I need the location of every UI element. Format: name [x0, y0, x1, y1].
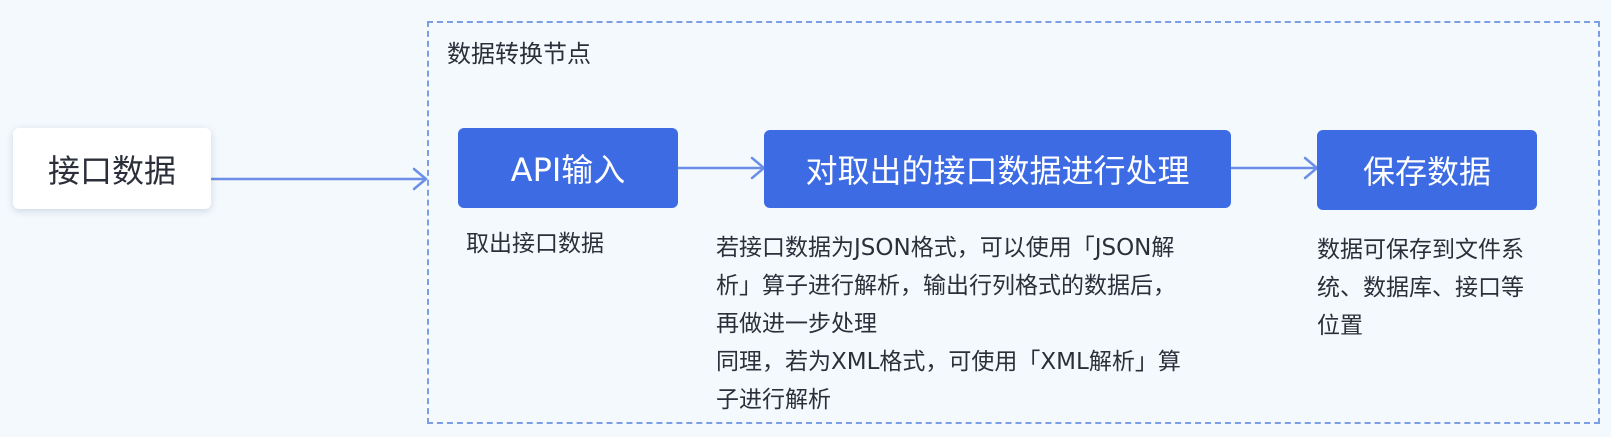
note-line: 取出接口数据 — [466, 231, 604, 257]
note-line: 同理，若为XML格式，可使用「XML解析」算 — [716, 349, 1181, 375]
note-save-data: 数据可保存到文件系 统、数据库、接口等 位置 — [1317, 231, 1579, 345]
note-line: 析」算子进行解析，输出行列格式的数据后， — [716, 273, 1176, 299]
step-node-label: 保存数据 — [1362, 153, 1491, 191]
arrow-source-to-group — [209, 167, 428, 191]
step-node-label: 对取出的接口数据进行处理 — [805, 152, 1190, 190]
source-node-api-data[interactable]: 接口数据 — [13, 128, 211, 209]
group-title: 数据转换节点 — [447, 40, 591, 68]
data-transform-group-frame — [427, 21, 1600, 424]
step-node-label: API输入 — [510, 151, 626, 189]
note-api-input: 取出接口数据 — [466, 225, 604, 263]
note-line: 再做进一步处理 — [716, 311, 877, 337]
step-node-save-data[interactable]: 保存数据 — [1317, 130, 1537, 210]
note-process-data: 若接口数据为JSON格式，可以使用「JSON解 析」算子进行解析，输出行列格式的… — [716, 229, 1296, 419]
note-line: 统、数据库、接口等 — [1317, 275, 1524, 301]
step-node-api-input[interactable]: API输入 — [458, 128, 678, 208]
note-line: 位置 — [1317, 313, 1363, 339]
note-line: 子进行解析 — [716, 387, 831, 413]
note-line: 若接口数据为JSON格式，可以使用「JSON解 — [716, 235, 1175, 261]
step-node-process-data[interactable]: 对取出的接口数据进行处理 — [764, 130, 1231, 208]
source-node-label: 接口数据 — [47, 151, 176, 190]
note-line: 数据可保存到文件系 — [1317, 237, 1524, 263]
